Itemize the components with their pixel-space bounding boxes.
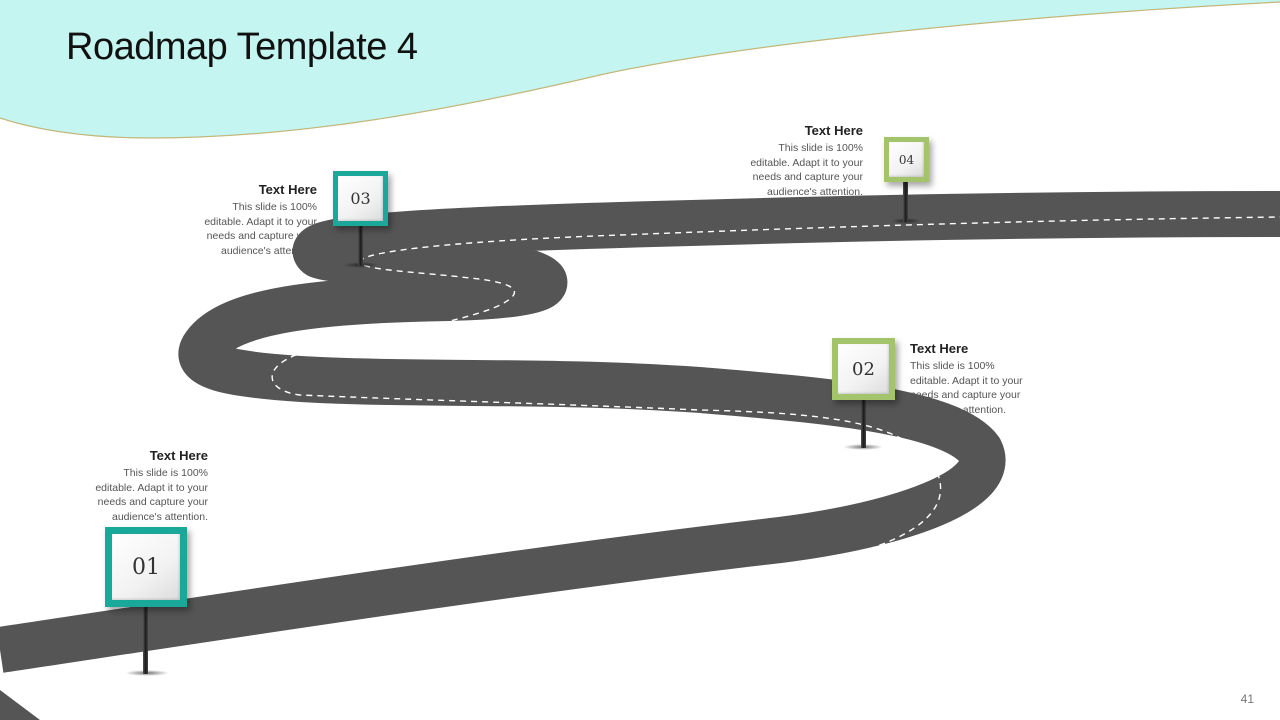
milestone-1-line-1: This slide is 100% [123,467,208,479]
header-wave-line [0,1,1280,139]
milestone-3-line-3: needs and capture your [206,230,317,242]
milestone-2-line-3: needs and capture your [910,389,1021,401]
milestone-4-sign: 04 [884,137,929,182]
milestone-1-line-4: audience's attention. [112,510,208,523]
milestone-1-line-3: needs and capture your [97,496,208,508]
milestone-3-line-2: editable. Adapt it to your [204,215,317,228]
milestone-2-number: 02 [838,344,889,394]
milestone-3-line-1: This slide is 100% [232,201,317,213]
milestone-2-text: Text Here This slide is 100% editable. A… [910,341,1090,417]
page-number: 41 [1240,692,1254,706]
milestone-3-sign: 03 [333,171,388,226]
milestone-4-heading: Text Here [804,123,863,138]
milestone-2-sign: 02 [832,338,895,400]
milestone-1-text: Text Here This slide is 100% editable. A… [28,448,208,524]
milestone-4-line-3: needs and capture your [752,171,863,183]
milestone-3-heading: Text Here [258,182,317,197]
milestone-1-number: 01 [112,534,180,600]
milestone-4-number: 04 [889,142,924,177]
milestone-4-text: Text Here This slide is 100% editable. A… [683,123,863,199]
header-wave-band [0,0,1280,138]
milestone-4-line-2: editable. Adapt it to your [750,156,863,169]
milestone-2-line-2: editable. Adapt it to your [910,374,1023,387]
milestone-4-line-4: audience's attention. [767,185,863,198]
slide-title: Roadmap Template 4 [66,26,418,68]
milestone-3-pole [358,224,363,266]
winding-road [0,191,1280,673]
milestone-3-line-4: audience's attention. [221,244,317,257]
milestone-3-text: Text Here This slide is 100% editable. A… [137,182,317,258]
milestone-2-heading: Text Here [910,341,969,356]
milestone-3-number: 03 [338,176,383,221]
milestone-4-pole [903,180,908,222]
milestone-2-line-4: audience's attention. [910,403,1006,416]
milestone-1-sign: 01 [105,527,187,607]
milestone-4-line-1: This slide is 100% [778,142,863,154]
milestone-1-line-2: editable. Adapt it to your [95,481,208,494]
milestone-2-pole [861,398,866,448]
road-center-dash [0,216,1280,687]
milestone-2-line-1: This slide is 100% [910,360,995,372]
milestone-1-pole [143,604,148,674]
milestone-1-heading: Text Here [149,448,208,463]
